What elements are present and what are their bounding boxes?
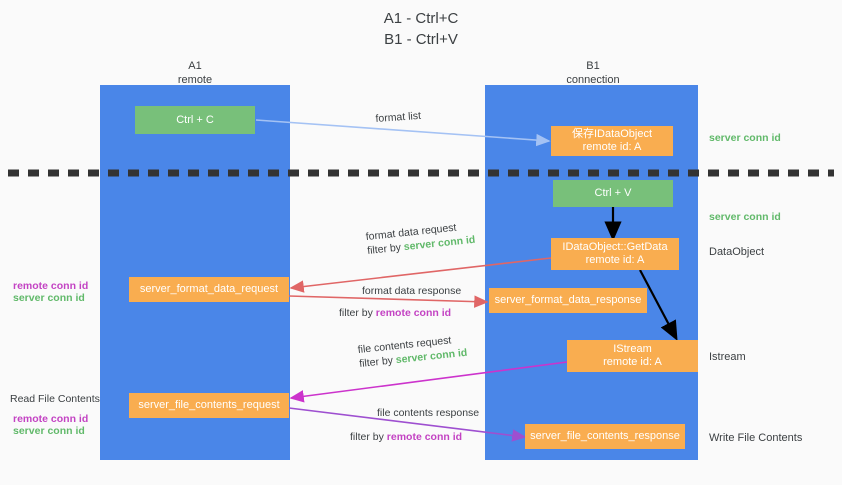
lane-header-a1: A1 remote — [130, 59, 260, 87]
arrow-label-format-list-text: format list — [375, 109, 422, 126]
node-server-file-contents-request[interactable]: server_file_contents_request — [129, 393, 289, 418]
side-label-write-file-contents: Write File Contents — [709, 432, 803, 444]
node-getdata[interactable]: IDataObject::GetData remote id: A — [551, 238, 679, 270]
node-server-format-data-response-line1: server_format_data_response — [494, 294, 642, 306]
lane-header-a1-subtitle: remote — [177, 74, 213, 86]
filter-prefix: filter by — [339, 307, 376, 319]
node-istream[interactable]: IStream remote id: A — [567, 340, 698, 372]
lane-header-b1: B1 connection — [528, 59, 658, 87]
filter-value: remote conn id — [375, 307, 452, 319]
page-title: A1 - Ctrl+C B1 - Ctrl+V — [0, 8, 842, 50]
filter-value: remote conn id — [386, 431, 463, 443]
filter-prefix: filter by — [350, 431, 387, 443]
arrow-format-data-request — [289, 257, 552, 293]
node-server-file-contents-response-line1: server_file_contents_response — [530, 430, 680, 442]
node-ctrl-c[interactable]: Ctrl + C — [135, 106, 255, 134]
node-istream-line1: IStream — [613, 343, 652, 355]
arrow-file-contents-response — [288, 407, 527, 442]
side-label-read-file-contents: Read File Contents — [10, 393, 100, 405]
arrow-label-format-data-response: format data response filter by remote co… — [339, 284, 462, 320]
arrow-file-contents-request — [289, 361, 568, 403]
side-label-istream: Istream — [709, 351, 746, 363]
node-server-format-data-response[interactable]: server_format_data_response — [489, 288, 647, 313]
arrow-format-data-response — [288, 295, 489, 308]
node-server-format-data-request-line1: server_format_data_request — [139, 283, 279, 295]
node-server-file-contents-response[interactable]: server_file_contents_response — [525, 424, 685, 449]
side-label-server-conn-id-second: server conn id — [709, 211, 781, 223]
node-save-idataobject-line1: 保存IDataObject — [571, 128, 653, 140]
lane-header-a1-title: A1 — [188, 60, 202, 72]
node-getdata-line1: IDataObject::GetData — [562, 241, 668, 253]
node-ctrl-c-line1: Ctrl + C — [176, 113, 214, 126]
node-save-idataobject[interactable]: 保存IDataObject remote id: A — [551, 126, 673, 156]
side-label-server-conn-id-mid: server conn id — [13, 292, 85, 304]
side-label-remote-conn-id-low: remote conn id — [13, 413, 89, 425]
filter-prefix: filter by — [366, 241, 405, 258]
arrow-label-file-contents-response-text: file contents response — [377, 407, 480, 419]
node-ctrl-v-line1: Ctrl + V — [594, 187, 632, 199]
node-getdata-line2: remote id: A — [585, 254, 645, 266]
node-save-idataobject-line2: remote id: A — [582, 141, 642, 153]
node-server-file-contents-request-line1: server_file_contents_request — [138, 399, 280, 411]
lane-header-b1-title: B1 — [586, 60, 600, 72]
arrow-label-file-contents-response-filter: filter by remote conn id — [350, 430, 479, 444]
filter-prefix: filter by — [358, 354, 397, 371]
node-ctrl-v[interactable]: Ctrl + V — [553, 180, 673, 207]
side-label-server-conn-id-top: server conn id — [709, 132, 781, 144]
lane-header-b1-subtitle: connection — [566, 74, 620, 86]
node-istream-line2: remote id: A — [603, 356, 662, 368]
side-label-server-conn-id-low: server conn id — [13, 425, 85, 437]
arrow-label-file-contents-response: file contents response filter by remote … — [350, 406, 480, 444]
arrow-label-format-data-response-filter: filter by remote conn id — [339, 306, 461, 320]
arrow-getdata-to-istream — [639, 269, 678, 341]
title-line-2: B1 - Ctrl+V — [384, 31, 458, 48]
title-line-1: A1 - Ctrl+C — [383, 10, 459, 27]
arrow-label-format-data-response-text: format data response — [362, 285, 462, 297]
node-server-format-data-request[interactable]: server_format_data_request — [129, 277, 289, 302]
arrow-format-list — [255, 119, 551, 147]
side-label-remote-conn-id-mid: remote conn id — [13, 280, 89, 292]
side-label-dataobject: DataObject — [709, 246, 765, 258]
